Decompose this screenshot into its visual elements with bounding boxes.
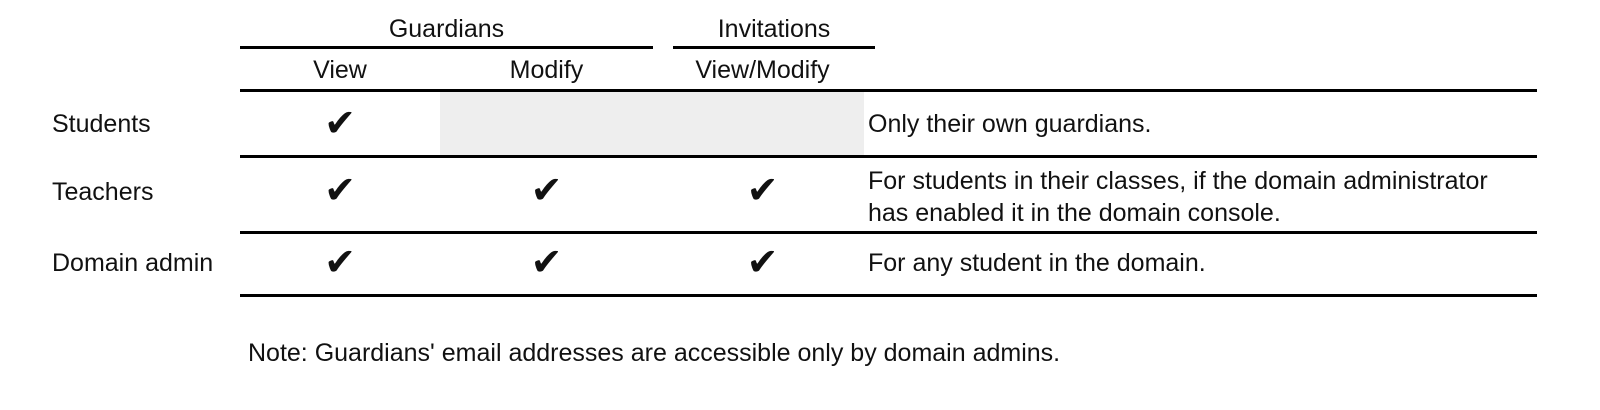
check-icon-teachers-modify: ✔ <box>530 168 563 212</box>
disabled-cell-students <box>440 92 864 155</box>
rule-after-teachers <box>240 231 1537 234</box>
column-header-view-modify: View/Modify <box>695 56 830 84</box>
rule-table-bottom <box>240 294 1537 297</box>
table-footnote: Note: Guardians' email addresses are acc… <box>248 339 1061 367</box>
row-description-students: Only their own guardians. <box>868 110 1152 138</box>
check-icon-domain-admin-modify: ✔ <box>530 240 563 284</box>
check-icon-teachers-view: ✔ <box>324 168 356 212</box>
rule-under-invitations <box>673 46 875 49</box>
column-group-guardians: Guardians <box>388 15 505 43</box>
row-description-teachers: For students in their classes, if the do… <box>868 167 1488 227</box>
column-group-header: Guardians Invitations <box>0 12 1600 46</box>
column-header-view: View <box>313 56 367 84</box>
row-label-students: Students <box>52 110 151 138</box>
column-group-invitations: Invitations <box>717 15 831 43</box>
check-icon-domain-admin-view: ✔ <box>324 240 356 284</box>
table-row: Domain admin ✔ ✔ ✔ For any student in th… <box>0 234 1600 294</box>
rule-header-bottom <box>240 89 1537 92</box>
row-description-domain-admin: For any student in the domain. <box>868 249 1206 277</box>
table-row: Teachers ✔ ✔ ✔ For students in their cla… <box>0 158 1600 231</box>
check-icon-domain-admin-view-modify: ✔ <box>746 240 779 284</box>
row-label-domain-admin: Domain admin <box>52 249 214 277</box>
column-header-modify: Modify <box>509 56 584 84</box>
row-label-teachers: Teachers <box>52 178 154 206</box>
rule-under-guardians <box>240 46 653 49</box>
table-row: Students ✔ Only their own guardians. <box>0 92 1600 155</box>
check-icon-teachers-view-modify: ✔ <box>746 168 779 212</box>
column-header-row: View Modify View/Modify <box>0 54 1600 86</box>
check-icon-students-view: ✔ <box>324 101 356 145</box>
rule-after-students <box>240 155 1537 158</box>
